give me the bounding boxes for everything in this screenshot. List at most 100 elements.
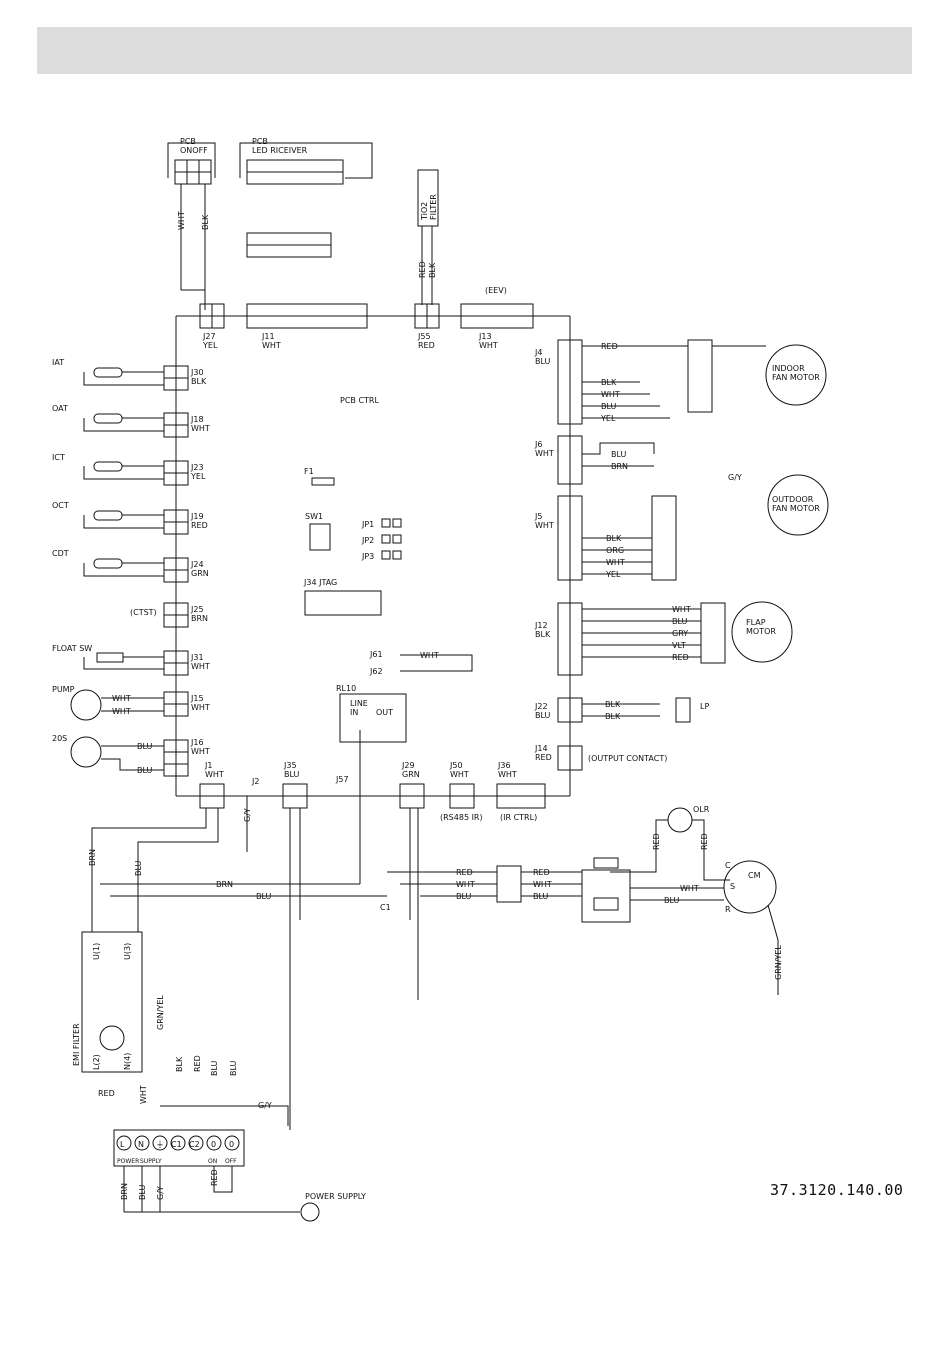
terminal-c2: C2 <box>189 1140 200 1149</box>
tb-wire-blu1: BLU <box>210 1060 219 1076</box>
flap-line2: MOTOR <box>746 627 776 636</box>
j29-color: GRN <box>402 770 420 779</box>
relay-title: LINE <box>350 699 368 708</box>
capacitor-label: C1 <box>380 903 391 912</box>
document-code: 37.3120.140.00 <box>770 1181 904 1199</box>
j31-name: J31 <box>190 653 204 662</box>
header-band <box>37 27 912 74</box>
emi-u1: U(1) <box>92 943 101 960</box>
terminal-0b: 0 <box>229 1140 234 1149</box>
emi-out-wht: WHT <box>139 1085 148 1104</box>
j62-label: J62 <box>369 667 383 676</box>
comp-in-red: RED <box>456 868 473 877</box>
sensor-iat-label: IAT <box>52 358 64 367</box>
sensor-oat: OAT J18 WHT <box>52 404 210 438</box>
comp-in-blu: BLU <box>456 892 472 901</box>
compressor-section: OLR RED RED CM C S R WHT BLU GRN/YEL RED… <box>380 805 783 995</box>
indoor-fan-line2: FAN MOTOR <box>772 373 820 382</box>
j11-name: J11 <box>261 332 275 341</box>
j55-name: J55 <box>417 332 431 341</box>
led-board-line1: PCB <box>252 137 268 146</box>
j61-wire: WHT <box>420 651 439 660</box>
sensor-cdt: CDT J24 GRN <box>52 549 209 583</box>
onoff-wire-2: BLK <box>201 214 210 230</box>
valve-20s: 20S BLU BLU J16 WHT <box>52 734 210 777</box>
emi-l2: L(2) <box>92 1054 101 1070</box>
tb-power: POWER <box>117 1158 139 1165</box>
center-components: F1 SW1 JP1 JP2 JP3 J34 JTAG J61 J62 WHT … <box>251 467 473 786</box>
emi-filter: EMI FILTER U(1) U(3) L(2) N(4) BRN BLU G… <box>72 849 238 1104</box>
j4-wire-yel: YEL <box>600 414 616 423</box>
pump: PUMP WHT WHT J15 WHT <box>52 685 210 721</box>
terminal-0a: 0 <box>211 1140 216 1149</box>
filter-line1: TiO2 <box>420 202 429 221</box>
comp-wire-gy: GRN/YEL <box>774 945 783 980</box>
j12-name: J12 <box>534 621 548 630</box>
j2-label: J2 <box>251 777 259 786</box>
j50-tag: (RS485 IR) <box>440 813 483 822</box>
j35-name: J35 <box>283 761 297 770</box>
j19-name: J19 <box>190 512 204 521</box>
terminal-block: L N ⏚ C1 C2 0 0 POWER SUPPLY ON OFF BRN … <box>113 1101 366 1222</box>
tb-on: ON <box>208 1158 217 1165</box>
outdoor-fan-motor: OUTDOOR FAN MOTOR BLU BRN G/Y BLK ORG WH… <box>582 442 829 581</box>
j5-name: J5 <box>534 512 542 521</box>
j34-label: J34 JTAG <box>303 578 337 587</box>
j35-color: BLU <box>284 770 300 779</box>
filter-wire-1: RED <box>418 261 427 278</box>
j15-name: J15 <box>190 694 204 703</box>
terminal-n: N <box>138 1140 144 1149</box>
j16-color: WHT <box>191 747 210 756</box>
j27-name: J27 <box>202 332 216 341</box>
filter-wire-2: BLK <box>428 262 437 278</box>
j24-name: J24 <box>190 560 204 569</box>
j13-tag: (EEV) <box>485 286 507 295</box>
led-board: PCB LED RICEIVER <box>239 137 373 329</box>
comp-wire-blu: BLU <box>664 896 680 905</box>
terminal-l: L <box>120 1140 125 1149</box>
relay-in: IN <box>350 708 358 717</box>
emi-u3: U(3) <box>123 943 132 960</box>
j57-label: J57 <box>335 775 349 784</box>
onoff-wire-1: WHT <box>177 211 186 230</box>
sensor-cdt-label: CDT <box>52 549 69 558</box>
olr-label: OLR <box>693 805 710 814</box>
jp3-label: JP3 <box>361 552 374 561</box>
comp-wire-wht: WHT <box>680 884 699 893</box>
comp-out-blu: BLU <box>533 892 549 901</box>
j6-wire-blu: BLU <box>611 450 627 459</box>
comp-out-wht: WHT <box>533 880 552 889</box>
olr-wire-2: RED <box>700 833 709 850</box>
j2-ground-gy: G/Y <box>243 808 252 822</box>
j6-name: J6 <box>534 440 542 449</box>
indoor-fan-motor: RED BLK WHT YEL BLU INDOOR FAN MOTOR <box>582 339 827 423</box>
lp-label: LP <box>700 702 709 711</box>
j15-color: WHT <box>191 703 210 712</box>
j25-name: J25 <box>190 605 204 614</box>
j27-color: YEL <box>202 341 218 350</box>
j18-color: WHT <box>191 424 210 433</box>
right-connectors: J4 BLU J6 WHT J5 WHT J12 BLK J22 BLU J14… <box>534 339 667 771</box>
olr-wire-1: RED <box>652 833 661 850</box>
sensor-oct: OCT J19 RED <box>52 501 208 535</box>
onoff-board: PCB ONOFF WHT BLK <box>167 137 216 310</box>
pump-wire-1: WHT <box>112 694 131 703</box>
jp2-label: JP2 <box>361 536 374 545</box>
float-switch-label: FLOAT SW <box>52 644 92 653</box>
relay-name: RL10 <box>336 684 356 693</box>
j31-color: WHT <box>191 662 210 671</box>
tb-wire-red: RED <box>193 1055 202 1072</box>
j5-color: WHT <box>535 521 554 530</box>
indoor-fan-line1: INDOOR <box>772 364 805 373</box>
j14-tag: (OUTPUT CONTACT) <box>588 754 667 763</box>
j55-color: RED <box>418 341 435 350</box>
j4-wire-red: RED <box>601 342 618 351</box>
led-board-line2: LED RICEIVER <box>252 146 308 155</box>
emi-n4: N(4) <box>123 1053 132 1070</box>
sensor-oat-label: OAT <box>52 404 68 413</box>
j11-color: WHT <box>262 341 281 350</box>
switch-label: SW1 <box>305 512 323 521</box>
j22-color: BLU <box>535 711 551 720</box>
onoff-board-line2: ONOFF <box>180 146 208 155</box>
j30-color: BLK <box>191 377 207 386</box>
